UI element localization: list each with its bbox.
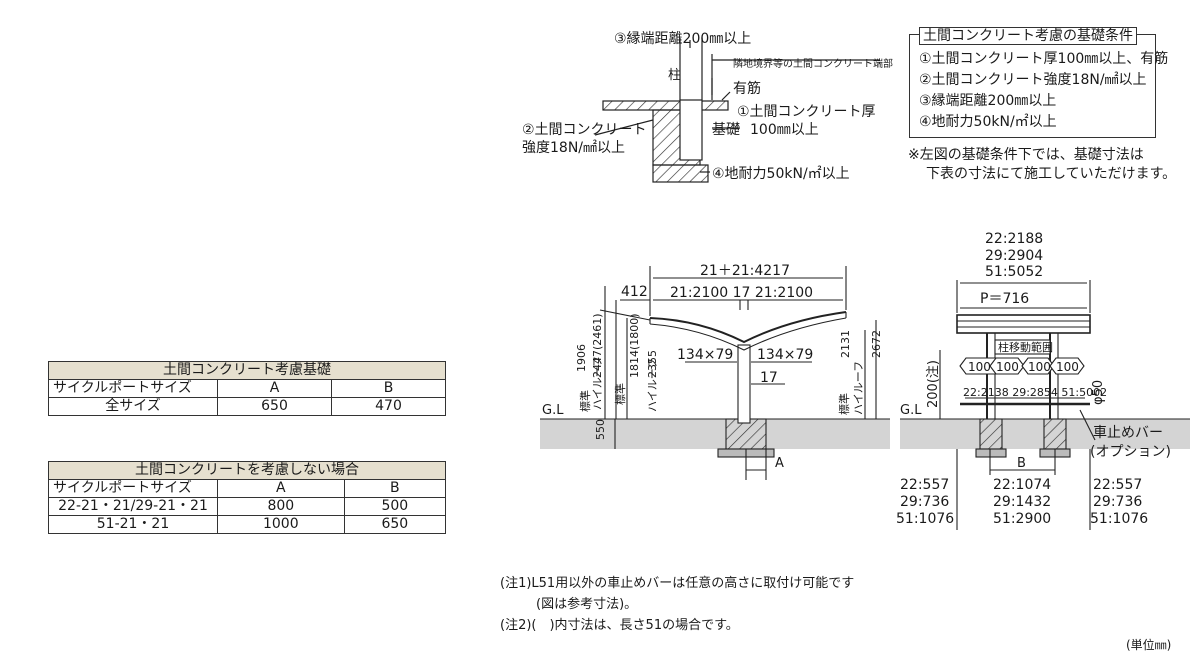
unit-label: (単位㎜) — [1126, 638, 1172, 652]
table2-cell: 1000 — [217, 515, 345, 534]
table2-title: 土間コンクリートを考慮しない場合 — [48, 461, 446, 480]
side-pitch: P＝716 — [980, 291, 1029, 307]
side-bar-diameter: φ50 — [1091, 380, 1106, 405]
note-2: (注2)( )内寸法は、長さ51の場合です。 — [500, 618, 739, 633]
conditions-note-2: 下表の寸法にて施工していただけます。 — [926, 166, 1177, 182]
side-length-22: 22:2188 — [985, 231, 1043, 247]
condition-item-1: ①土間コンクリート厚100㎜以上、有筋 — [919, 51, 1169, 67]
table-row: 全サイズ 650 470 — [48, 397, 446, 416]
front-height-1906: 1906 — [575, 344, 588, 372]
front-std-right: 標準 — [837, 393, 851, 415]
front-height-2447: 2447(2461) — [591, 313, 604, 378]
front-dimension-a: A — [775, 456, 784, 471]
side-length-29: 29:2904 — [985, 248, 1043, 264]
table2-cell: 800 — [217, 497, 345, 516]
left-value-51: 51:1076 — [896, 511, 954, 527]
table2-cell: 500 — [343, 497, 447, 516]
side-offset-1: 100 — [968, 360, 991, 374]
strength-label: ②土間コンクリート — [522, 122, 647, 138]
front-std-inner: 標準 — [613, 383, 627, 405]
front-span-widths: 21:2100 17 21:2100 — [670, 285, 813, 301]
table1-cell: 650 — [217, 397, 332, 416]
condition-item-2: ②土間コンクリート強度18N/㎟以上 — [919, 72, 1147, 88]
bearing-label: ④地耐力50kN/㎡以上 — [712, 166, 850, 182]
right-value-29: 29:736 — [1093, 494, 1142, 510]
pillar-label: 柱 — [668, 68, 681, 83]
front-view — [540, 266, 890, 480]
side-dimension-b: B — [1017, 456, 1026, 471]
side-post-range: 柱移動範囲 — [998, 340, 1053, 354]
stopper-option-label: (オプション) — [1090, 444, 1171, 460]
front-post-gap: 17 — [760, 370, 778, 386]
table2-cell: 650 — [343, 515, 447, 534]
table1-cell: 全サイズ — [48, 397, 218, 416]
table1-header-b: B — [331, 379, 446, 398]
right-value-51: 51:1076 — [1090, 511, 1148, 527]
mid-value-29: 29:1432 — [993, 494, 1051, 510]
foundation-label: 基礎 — [712, 121, 740, 138]
front-highroof-right: ハイルーフ — [852, 361, 865, 415]
table-row: 22-21・21/29-21・21 800 500 — [48, 497, 447, 516]
front-post-size-left: 134×79 — [677, 347, 733, 363]
slab-thickness-value: 100㎜以上 — [750, 122, 819, 138]
table-slab-considered: 土間コンクリート考慮基礎 サイクルポートサイズ A B 全サイズ 650 470 — [48, 361, 446, 416]
stopper-bar-label: 車止めバー — [1093, 424, 1163, 441]
right-value-22: 22:557 — [1093, 477, 1142, 493]
left-value-29: 29:736 — [900, 494, 949, 510]
front-highroof-left: ハイルーフ — [591, 356, 604, 410]
front-total-width: 21＋21:4217 — [700, 263, 790, 279]
side-offset-4: 100 — [1056, 360, 1079, 374]
side-view — [900, 280, 1190, 530]
front-overhang: 412 — [621, 284, 648, 300]
side-length-51: 51:5052 — [985, 264, 1043, 280]
front-height-2672: 2672 — [870, 330, 883, 358]
edge-distance-label: ③縁端距離200㎜以上 — [614, 30, 751, 47]
table-slab-not-considered: 土間コンクリートを考慮しない場合 サイクルポートサイズ A B 22-21・21… — [48, 461, 447, 534]
side-bar-height: 200(注) — [926, 360, 941, 408]
mid-value-22: 22:1074 — [993, 477, 1051, 493]
left-value-22: 22:557 — [900, 477, 949, 493]
side-ground-level: G.L — [900, 403, 922, 418]
side-offset-2: 100 — [996, 360, 1019, 374]
conditions-note-1: ※左図の基礎条件下では、基礎寸法は — [908, 147, 1144, 163]
foundation-detail — [594, 38, 880, 183]
condition-item-4: ④地耐力50kN/㎡以上 — [919, 114, 1057, 130]
table2-cell: 22-21・21/29-21・21 — [48, 497, 218, 516]
mid-value-51: 51:2900 — [993, 511, 1051, 527]
table2-header-a: A — [217, 479, 345, 498]
front-height-1814: 1814(1800) — [628, 313, 641, 378]
neighbor-edge-label: 隣地境界等の土間コンクリート端部 — [733, 57, 893, 70]
front-ground-level: G.L — [542, 403, 564, 418]
table1-cell: 470 — [331, 397, 446, 416]
front-std-left: 標準 — [578, 390, 592, 412]
conditions-title: 土間コンクリート考慮の基礎条件 — [919, 27, 1137, 45]
table2-header-b: B — [343, 479, 447, 498]
side-offset-3: 100 — [1028, 360, 1051, 374]
condition-item-3: ③縁端距離200㎜以上 — [919, 93, 1057, 109]
table-row: 51-21・21 1000 650 — [48, 515, 447, 534]
front-height-2131: 2131 — [839, 330, 852, 358]
table1-title: 土間コンクリート考慮基礎 — [48, 361, 446, 380]
rebar-label: 有筋 — [733, 80, 761, 97]
table1-header-size: サイクルポートサイズ — [48, 379, 218, 398]
strength-value: 強度18N/㎟以上 — [522, 140, 625, 156]
front-highroof-inner: ハイルーフ — [646, 358, 659, 412]
table2-header-size: サイクルポートサイズ — [48, 479, 218, 498]
front-depth-550: 550 — [594, 419, 607, 440]
table2-cell: 51-21・21 — [48, 515, 218, 534]
front-height-2355: 2355 — [646, 350, 659, 378]
front-post-size-right: 134×79 — [757, 347, 813, 363]
table1-header-a: A — [217, 379, 332, 398]
note-1-sub: (図は参考寸法)。 — [536, 597, 638, 612]
note-1: (注1)L51用以外の車止めバーは任意の高さに取付け可能です — [500, 576, 855, 591]
side-bar-lengths: 22:2138 29:2854 51:5002 — [963, 386, 1107, 399]
slab-thickness-label: ①土間コンクリート厚 — [737, 104, 876, 120]
